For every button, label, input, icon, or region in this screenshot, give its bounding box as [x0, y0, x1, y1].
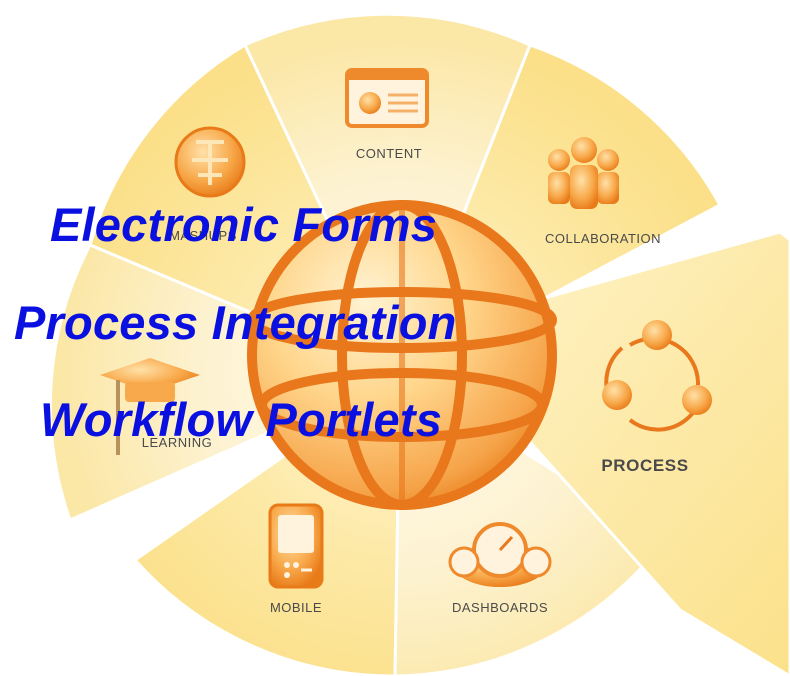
- label-process: PROCESS: [601, 456, 688, 475]
- mashups-icon: [174, 126, 246, 198]
- gauge-icon: [448, 522, 552, 587]
- overlay-workflow-portlets: Workflow Portlets: [40, 393, 443, 446]
- overlay-electronic-forms: Electronic Forms: [50, 198, 438, 251]
- wedge-content: [242, 12, 532, 379]
- label-learning: LEARNING: [142, 435, 212, 450]
- wedge-learning: [48, 243, 404, 523]
- graduation-cap-icon: [100, 358, 200, 455]
- label-mashups: MASHUPS: [169, 228, 237, 243]
- people-group-icon: [548, 137, 619, 209]
- label-dashboards: DASHBOARDS: [452, 600, 548, 615]
- process-cycle-icon: [602, 320, 712, 432]
- document-icon: [345, 68, 429, 128]
- label-collaboration: COLLABORATION: [545, 231, 661, 246]
- label-content: CONTENT: [356, 146, 422, 161]
- label-mobile: MOBILE: [270, 600, 322, 615]
- mobile-phone-icon: [268, 503, 324, 589]
- globe-icon: [247, 200, 557, 510]
- overlay-process-integration: Process Integration: [14, 296, 457, 349]
